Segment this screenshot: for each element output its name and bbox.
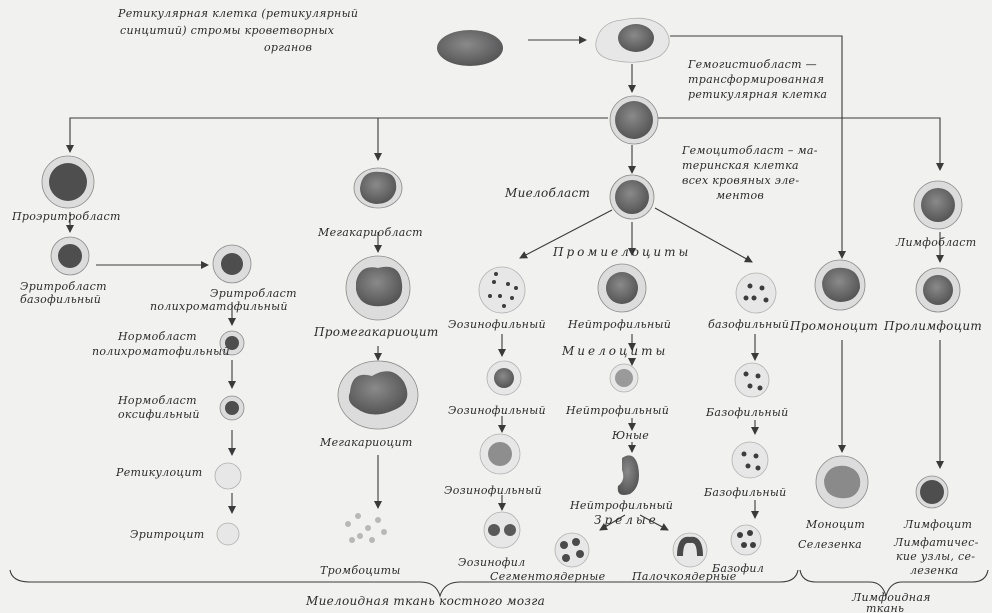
hemocytoblast-label-line1: Гемоцитобласт – ма- <box>681 144 818 157</box>
lymphoblast-label: Лимфобласт <box>895 236 976 249</box>
hemocytoblast-label-line3: всех кровяных эле- <box>682 174 799 187</box>
proerythroblast-label: Проэритробласт <box>11 210 121 223</box>
normoblast-polychromatophilic-label-line2: полихроматофильный <box>92 345 230 358</box>
myeloblast-cell <box>610 175 654 219</box>
hemohistioblast-label-line3: ретикулярная клетка <box>688 88 827 101</box>
spleen-label: Селезенка <box>798 538 862 551</box>
normoblast-polychromatophilic-label-line1: Нормобласт <box>117 330 197 343</box>
megakaryoblast-cell <box>354 168 402 208</box>
myeloblast-label: Миелобласт <box>504 186 590 200</box>
reticulocyte-cell <box>215 463 241 489</box>
erythroblast-basophilic-cell <box>51 237 89 275</box>
hemohistioblast-label-line2: трансформированная <box>688 73 824 86</box>
lymph-nodes-label-line1: Лимфатичес- <box>893 536 979 549</box>
young-label: Юные <box>611 429 649 442</box>
hemocytoblast-label-line4: ментов <box>716 189 764 202</box>
segmented-label: Сегментоядерные <box>490 570 606 583</box>
basophil-label: Базофил <box>711 562 764 575</box>
myelocyte-basophilic-cell <box>735 363 769 397</box>
metamyelocyte-basophilic-cell <box>732 442 768 478</box>
promonocyte-cell <box>815 260 865 310</box>
promegakaryocyte-cell <box>346 256 410 320</box>
myelocytes-label: Миелоциты <box>561 344 668 358</box>
lymph-nodes-label-line2: кие узлы, се- <box>896 550 975 563</box>
basophilic-metamyelocyte-label: Базофильный <box>703 486 787 499</box>
promyelocytes-label: Промиелоциты <box>552 245 691 259</box>
basophilic-promyelocyte-label: базофильный <box>708 318 789 331</box>
megakaryocyte-cell <box>338 361 418 429</box>
metamyelocyte-eosinophilic-cell <box>480 434 520 474</box>
erythrocyte-label: Эритроцит <box>130 528 205 541</box>
lymphoblast-cell <box>914 181 962 229</box>
myelocyte-neutrophilic-cell <box>610 364 638 392</box>
mature-label: Зрелые <box>594 513 659 527</box>
myelocyte-eosinophilic-cell <box>487 361 521 395</box>
reticular-cell-label-line3: органов <box>264 41 312 54</box>
promyelocyte-basophilic-cell <box>736 273 776 313</box>
megakaryocyte-label: Мегакариоцит <box>319 436 413 449</box>
normoblast-oxyphilic-label-line2: оксифильный <box>118 408 200 421</box>
erythroblast-basophilic-label-line2: базофильный <box>20 293 101 306</box>
hemohistioblast-label-line1: Гемогистиобласт — <box>687 58 817 71</box>
proerythroblast-cell <box>42 156 94 208</box>
hemocytoblast-cell <box>610 96 658 144</box>
neutrophilic-mature-label: Нейтрофильный <box>569 499 673 512</box>
lymphocyte-cell <box>916 476 948 508</box>
erythroblast-polychromatophilic-cell <box>213 245 251 283</box>
myeloid-tissue-label: Миелоидная ткань костного мозга <box>305 594 545 608</box>
neutrophilic-myelocyte-label: Нейтрофильный <box>565 404 669 417</box>
eosinophilic-promyelocyte-label: Эозинофильный <box>448 318 546 331</box>
promegakaryocyte-label: Промегакариоцит <box>313 325 439 339</box>
eosinophilic-myelocyte-label: Эозинофильный <box>448 404 546 417</box>
reticular-cell-label-line1: Ретикулярная клетка (ретикулярный <box>117 7 358 20</box>
megakaryoblast-label: Мегакариобласт <box>317 226 423 239</box>
monocyte-cell <box>816 456 868 508</box>
hemocytoblast-label-line2: теринская клетка <box>682 159 799 172</box>
basophil-cell <box>731 525 761 555</box>
basophilic-myelocyte-label: Базофильный <box>705 406 789 419</box>
erythroblast-polychromatophilic-label-line1: Эритробласт <box>210 287 297 300</box>
reticulocyte-label: Ретикулоцит <box>115 466 203 479</box>
erythroblast-basophilic-label-line1: Эритробласт <box>20 280 107 293</box>
segmented-neutrophil-cell <box>555 533 589 567</box>
prolymphocyte-cell <box>916 268 960 312</box>
thrombocytes-cell <box>345 513 387 543</box>
neutrophilic-promyelocyte-label: Нейтрофильный <box>567 318 671 331</box>
erythrocyte-cell <box>217 523 239 545</box>
eosinophil-label: Эозинофил <box>458 556 525 569</box>
lymph-nodes-label-line3: лезенка <box>910 564 959 577</box>
band-neutrophil-cell <box>673 533 707 567</box>
reticular-cell <box>437 30 503 66</box>
young-neutrophil-cell <box>618 455 639 495</box>
promonocyte-label: Промоноцит <box>789 319 878 333</box>
lymphoid-tissue-label-line2: ткань <box>866 602 904 613</box>
normoblast-oxyphilic-cell <box>220 396 244 420</box>
hemohistioblast-cell <box>596 18 669 62</box>
thrombocytes-label: Тромбоциты <box>320 564 401 577</box>
monocyte-label: Моноцит <box>805 518 865 531</box>
eosinophil-cell <box>484 512 520 548</box>
reticular-cell-label-line2: синцитий) стромы кроветворных <box>120 24 335 37</box>
promyelocyte-eosinophilic-cell <box>479 267 525 313</box>
erythroblast-polychromatophilic-label-line2: полихроматофильный <box>150 300 288 313</box>
prolymphocyte-label: Пролимфоцит <box>883 319 982 333</box>
normoblast-oxyphilic-label-line1: Нормобласт <box>117 394 197 407</box>
lymphocyte-label: Лимфоцит <box>903 518 972 531</box>
eosinophilic-metamyelocyte-label: Эозинофильный <box>444 484 542 497</box>
promyelocyte-neutrophilic-cell <box>598 264 646 312</box>
